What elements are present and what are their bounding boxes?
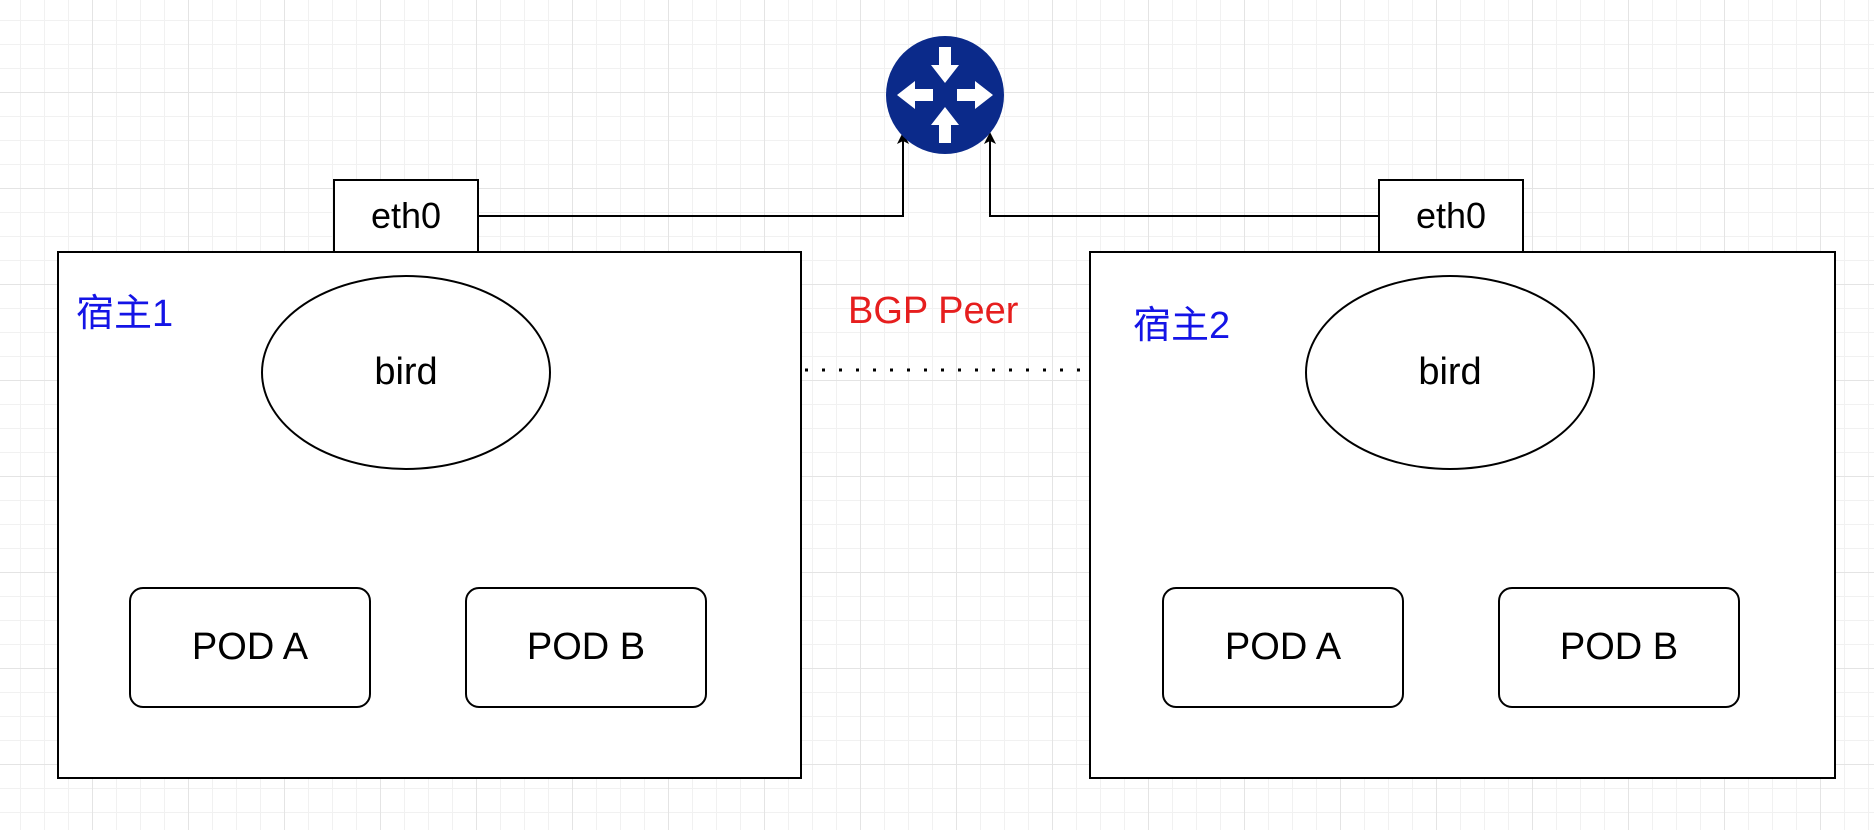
- bgp-peer-label: BGP Peer: [848, 290, 1019, 332]
- host-1-pod-b[interactable]: POD B: [465, 587, 707, 708]
- host-1-eth0[interactable]: eth0: [333, 179, 479, 253]
- uplink-host1: [478, 132, 909, 217]
- host-1-bird[interactable]: bird: [261, 275, 551, 470]
- host-2-bird[interactable]: bird: [1305, 275, 1595, 470]
- host-2-eth0[interactable]: eth0: [1378, 179, 1524, 253]
- uplink-host2: [984, 132, 1380, 217]
- host-1-label: 宿主1: [76, 293, 174, 335]
- host-2-pod-a[interactable]: POD A: [1162, 587, 1404, 708]
- host-1-pod-a[interactable]: POD A: [129, 587, 371, 708]
- host-2-label: 宿主2: [1133, 305, 1231, 347]
- router-icon[interactable]: [885, 35, 1005, 155]
- host-2-pod-b[interactable]: POD B: [1498, 587, 1740, 708]
